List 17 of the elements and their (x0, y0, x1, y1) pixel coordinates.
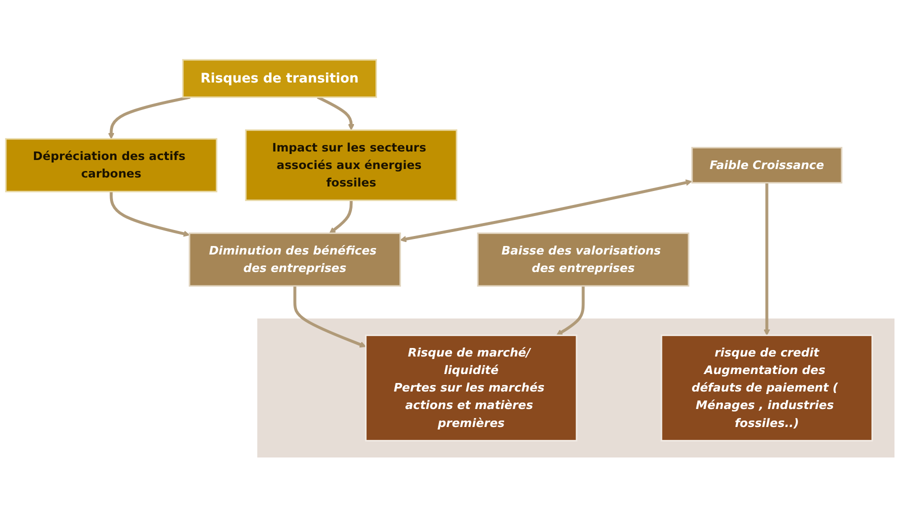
node-box: Baisse des valorisations des entreprises (477, 232, 690, 287)
arrow (556, 286, 585, 336)
node-box: Risques de transition (182, 59, 377, 98)
arrow (110, 192, 190, 237)
arrow (329, 200, 353, 234)
arrow (400, 179, 692, 242)
arrow (316, 96, 354, 130)
arrow (108, 96, 190, 140)
node-box: Impact sur les secteurs associés aux énergies fossiles (245, 129, 458, 202)
node-box: Dépréciation des actifs carbones (5, 138, 218, 192)
node-box: Risque de marché/ liquidité Pertes sur les marchés actions et matières premières (365, 334, 578, 442)
cluster (257, 318, 894, 458)
node-box: Faible Croissance (691, 146, 842, 184)
arrow (293, 286, 366, 348)
arrow (764, 182, 770, 336)
node-box: Diminution des bénéfices des entreprises (188, 232, 401, 287)
node-box: risque de credit Augmentation des défauts de paiement ( Ménages , industries fossiles..) (660, 334, 873, 442)
